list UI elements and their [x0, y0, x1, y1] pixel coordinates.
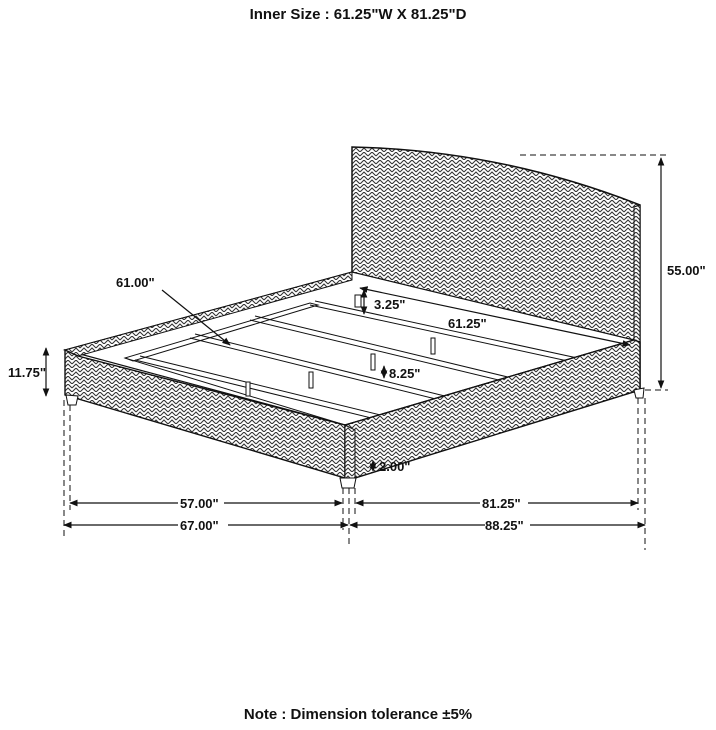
inner-size-title: Inner Size : 61.25"W X 81.25"D: [249, 6, 467, 23]
leg-height-label: 2.00": [379, 459, 410, 474]
inner-width-label: 61.25": [448, 316, 487, 331]
side-rail-height-label: 11.75": [8, 365, 46, 380]
outer-length-label: 88.25": [485, 518, 524, 533]
extension-lines: [63, 154, 668, 550]
tolerance-note: Note : Dimension tolerance ±5%: [243, 706, 473, 723]
outer-width-label: 67.00": [180, 518, 219, 533]
slat-length-label: 61.00": [116, 275, 155, 290]
headboard-height-label: 55.00": [667, 263, 706, 278]
dimension-arrows: [42, 157, 665, 529]
headboard-gap-label: 3.25": [374, 297, 405, 312]
inner-length-label: 81.25": [482, 496, 521, 511]
support-leg-height-label: 8.25": [389, 366, 420, 381]
inner-width-bottom-label: 57.00": [180, 496, 219, 511]
